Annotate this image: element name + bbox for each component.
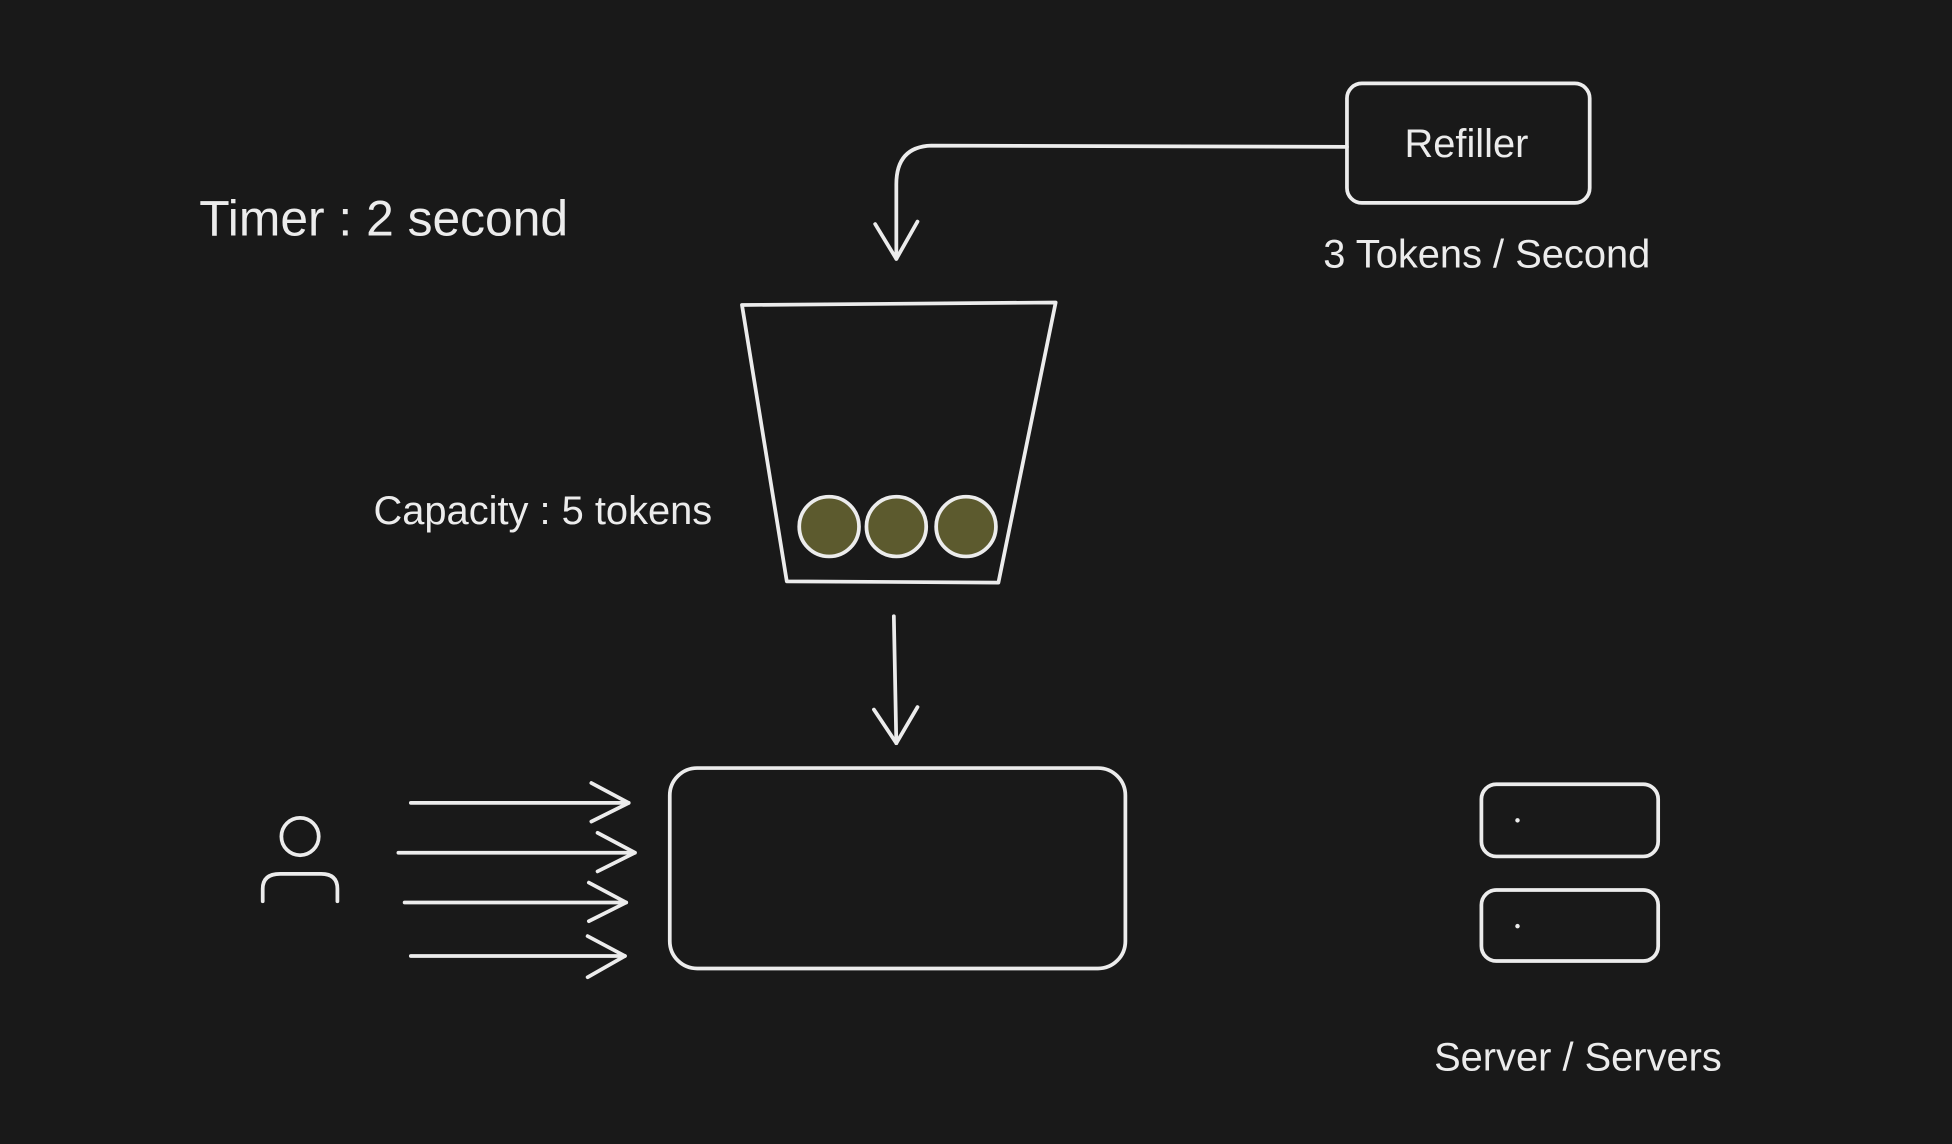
capacity-label: Capacity : 5 tokens [374, 489, 713, 533]
token [864, 494, 929, 559]
bucket [740, 300, 1058, 585]
request-arrow [408, 781, 631, 824]
user-icon [260, 815, 340, 904]
refiller-node: Refiller [1345, 81, 1592, 205]
token-flow-arrow [872, 614, 920, 746]
request-arrows [396, 781, 637, 980]
refill-rate-label: 3 Tokens / Second [1323, 233, 1650, 277]
timer-label: Timer : 2 second [199, 190, 568, 246]
refill-arrow [873, 143, 1349, 261]
request-arrow [402, 880, 629, 924]
servers-label: Server / Servers [1434, 1036, 1722, 1080]
token [934, 494, 998, 559]
request-arrow [408, 934, 627, 980]
refiller-label: Refiller [1404, 122, 1528, 166]
rate-limiter-box [667, 766, 1128, 971]
server-icon [1479, 782, 1661, 963]
request-arrow [396, 830, 637, 874]
token [797, 494, 861, 559]
